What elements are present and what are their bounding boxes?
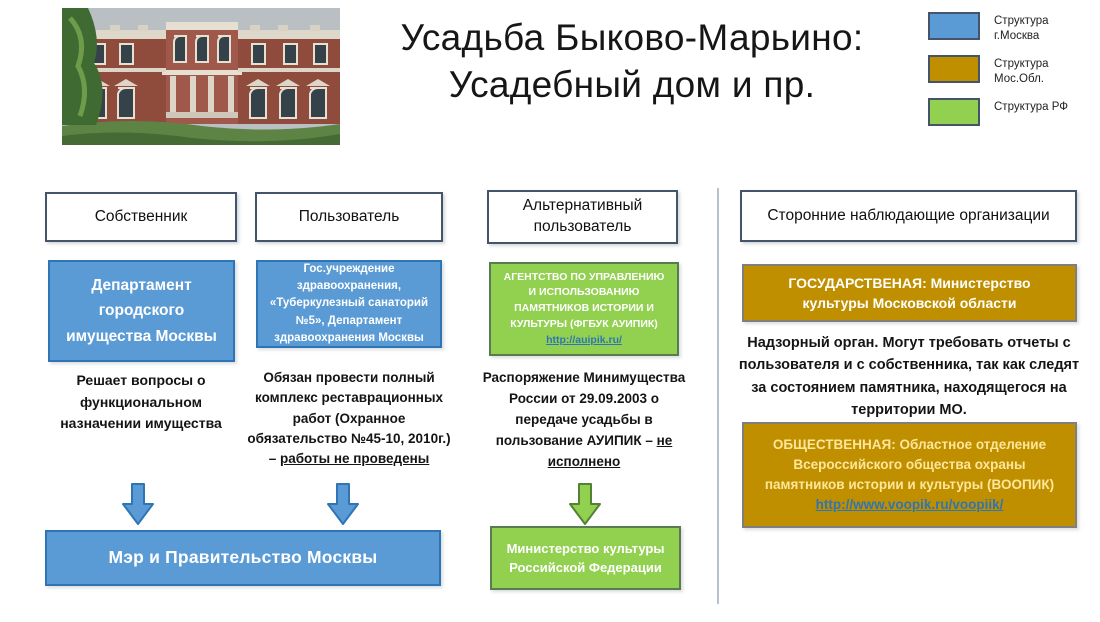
owner-note: Решает вопросы о функциональном назначен… [60, 372, 222, 432]
auipik-link[interactable]: http://auipik.ru/ [546, 333, 622, 346]
page-title: Усадьба Быково-Марьино: Усадебный дом и … [352, 14, 912, 109]
result-moscow-box: Мэр и Правительство Москвы [45, 530, 441, 586]
legend-swatch-rf [928, 97, 980, 126]
legend: Структура г.Москва Структура Мос.Обл. Ст… [928, 12, 1096, 126]
legend-label-moscow: Структура г.Москва [994, 15, 1049, 42]
observer-public-label: ОБЩЕСТВЕННАЯ [772, 436, 892, 452]
page-title-line2: Усадебный дом и пр. [448, 64, 816, 106]
alt-user-note-underlined: не исполнено [547, 432, 673, 469]
header-user: Пользователь [255, 192, 443, 242]
observer-public-box: ОБЩЕСТВЕННАЯ: Областное отделение Всерос… [742, 422, 1077, 528]
user-note-underlined: работы не проведены [279, 451, 430, 466]
entity-alt-user-box: АГЕНТСТВО ПО УПРАВЛЕНИЮ И ИСПОЛЬЗОВАНИЮ … [489, 262, 679, 356]
page-title-line1: Усадьба Быково-Марьино: [400, 17, 864, 58]
legend-label-rf: Структура РФ [994, 100, 1069, 113]
legend-swatch-moscow [928, 12, 980, 40]
estate-photo [62, 8, 340, 145]
observer-state-box: ГОСУДАРСТВЕНАЯ: Министерство культуры Мо… [742, 264, 1077, 322]
entity-owner-box: Департамент городского имущества Москвы [48, 260, 235, 362]
voopik-link[interactable]: http://www.voopik.ru/voopiik/ [815, 497, 1004, 513]
header-owner: Собственник [45, 192, 237, 242]
observer-state-label: ГОСУДАРСТВЕНАЯ [788, 274, 923, 291]
header-alt-user: Альтернативный пользователь [487, 190, 678, 244]
entity-user-box: Гос.учреждение здравоохранения, «Туберку… [256, 260, 442, 348]
header-observers: Сторонние наблюдающие организации [740, 190, 1077, 242]
alt-user-entity-text: АГЕНТСТВО ПО УПРАВЛЕНИЮ И ИСПОЛЬЗОВАНИЮ … [503, 270, 665, 330]
legend-label-mosobl: Структура Мос.Обл. [994, 57, 1049, 85]
estate-photo-illustration [62, 8, 340, 145]
observer-note: Надзорный орган. Могут требовать отчеты … [738, 335, 1080, 419]
alt-user-note: Распоряжение Минимущества России от 29.0… [480, 368, 688, 473]
observer-state-rest: : Министерство культуры Московской облас… [802, 274, 1031, 311]
user-note-text: Обязан провести полный комплекс реставра… [247, 370, 451, 466]
legend-item-moscow: Структура г.Москва [928, 12, 1096, 44]
legend-swatch-mosobl [928, 54, 980, 83]
arrow-down-alt-user-icon [569, 483, 601, 525]
user-note: Обязан провести полный комплекс реставра… [246, 368, 452, 469]
alt-user-note-text: Распоряжение Минимущества России от 29.0… [482, 370, 686, 448]
arrow-down-owner-icon [122, 483, 154, 525]
observer-public-rest: : Областное отделение Всероссийского общ… [764, 436, 1055, 493]
result-rf-box: Министерство культуры Российской Федерац… [490, 526, 681, 590]
legend-item-rf: Структура РФ [928, 97, 1096, 126]
section-divider [717, 188, 719, 604]
legend-item-mosobl: Структура Мос.Обл. [928, 54, 1096, 87]
arrow-down-user-icon [327, 483, 359, 525]
